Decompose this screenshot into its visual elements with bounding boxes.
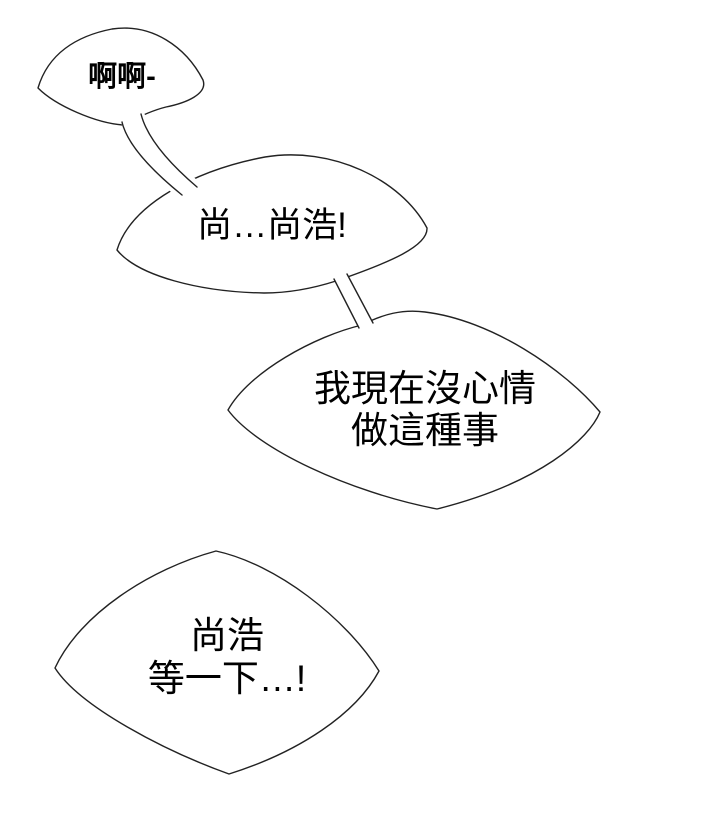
bubble-connector-1-mask bbox=[119, 108, 203, 199]
bubble-connector-1-left-line bbox=[121, 121, 183, 196]
speech-line: 尚…尚浩! bbox=[197, 206, 347, 245]
speech-bubble-3-outline bbox=[227, 310, 601, 510]
speech-line: 等一下…! bbox=[147, 658, 307, 699]
speech-bubble-3-text: 我現在沒心情 做這種事 bbox=[314, 368, 536, 452]
speech-line: 我現在沒心情 bbox=[314, 368, 536, 409]
speech-line: 做這種事 bbox=[351, 410, 499, 451]
bubble-connector-1-right-line bbox=[140, 113, 198, 188]
speech-bubble-1-text: 啊啊- bbox=[88, 60, 156, 94]
speech-line: 尚浩 bbox=[190, 615, 264, 656]
bubble-connector-2-mask bbox=[330, 267, 377, 335]
speech-bubble-4-outline bbox=[54, 550, 380, 775]
speech-bubble-1-outline bbox=[37, 27, 205, 126]
speech-bubble-4-text: 尚浩 等一下…! bbox=[148, 614, 306, 700]
bubble-connector-2-right-line bbox=[346, 273, 374, 324]
speech-line: 啊啊- bbox=[88, 61, 156, 93]
speech-bubble-2-text: 尚…尚浩! bbox=[197, 206, 347, 246]
bubble-connector-2-left-line bbox=[333, 278, 360, 329]
